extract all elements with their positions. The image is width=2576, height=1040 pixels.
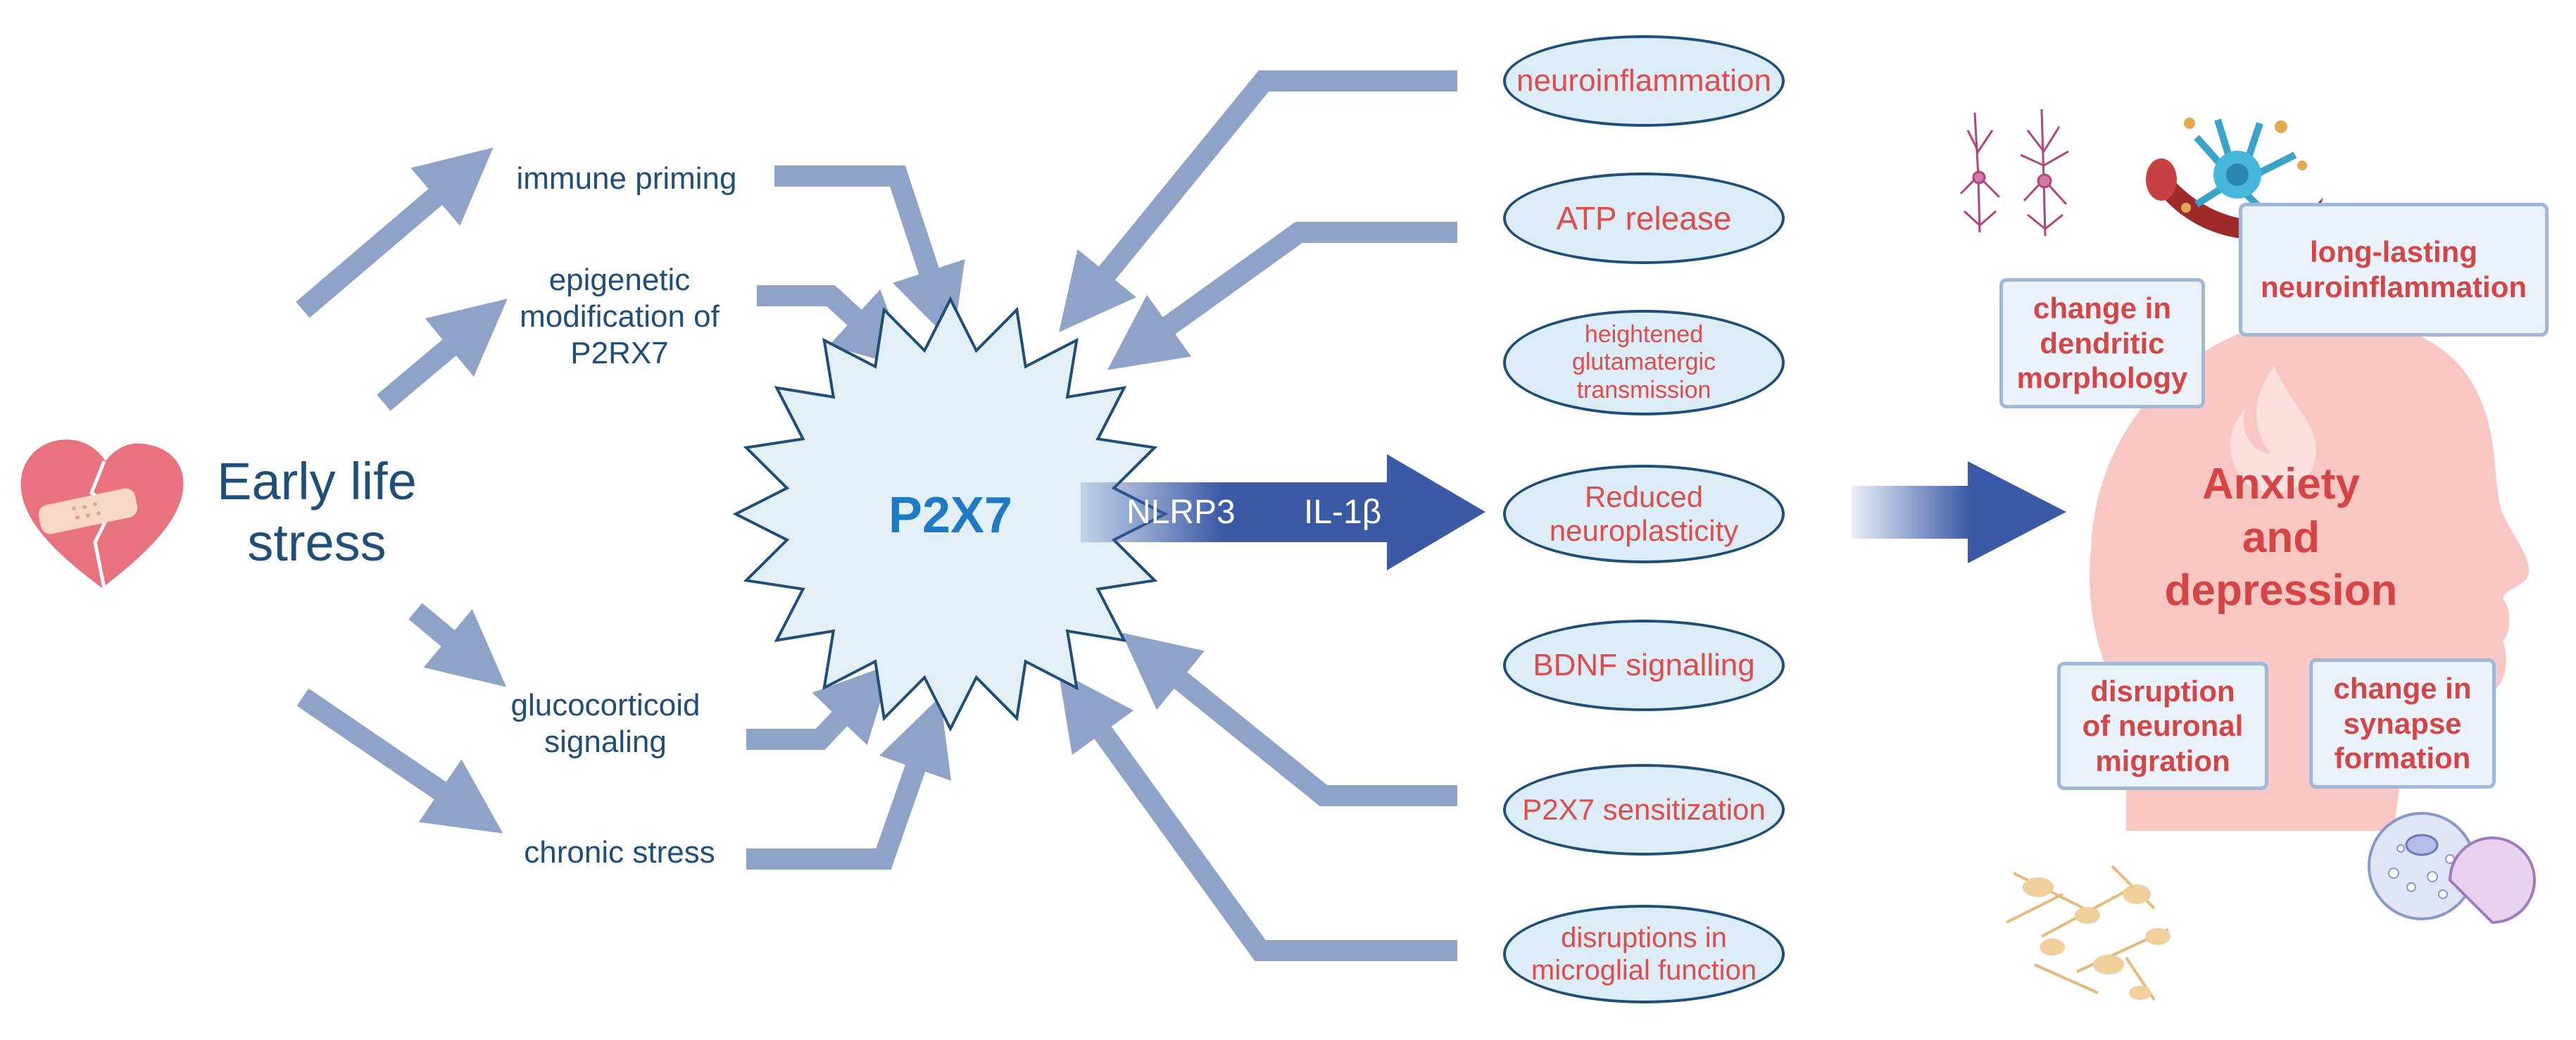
glucocorticoid-line2: signaling bbox=[544, 724, 667, 759]
neuron-cells-icon bbox=[1959, 108, 2069, 237]
chronic-stress-label: chronic stress bbox=[479, 834, 760, 871]
glutamatergic-line1: heightened bbox=[1584, 321, 1704, 349]
p2x7-text: P2X7 bbox=[888, 487, 1013, 544]
mechanism-sensitization: P2X7 sensitization bbox=[1503, 764, 1785, 856]
outcome-neuronal-migration: disruption of neuronal migration bbox=[2057, 662, 2268, 790]
early-life-line1: Early life bbox=[217, 452, 417, 510]
early-life-line2: stress bbox=[247, 513, 387, 572]
p2x7-starburst bbox=[732, 296, 1169, 732]
glucocorticoid-line1: glucocorticoid bbox=[510, 688, 700, 722]
broken-heart-icon bbox=[20, 439, 184, 589]
arrow-microglia-to-p2x7 bbox=[1058, 671, 1457, 961]
cultured-cells-icon bbox=[2006, 865, 2170, 1001]
synapse-line2: synapse bbox=[2343, 706, 2462, 740]
arrow-epigenetic-to-p2x7 bbox=[757, 285, 911, 369]
epigenetic-line3: P2RX7 bbox=[570, 335, 669, 370]
neuroinflammation-outcome-line2: neuroinflammation bbox=[2260, 270, 2527, 303]
vesicle-cell-icon bbox=[2368, 812, 2536, 925]
glucocorticoid-signaling-label: glucocorticoid signaling bbox=[479, 687, 732, 760]
mechanism-atp-release-text: ATP release bbox=[1556, 199, 1732, 237]
outcome-dendritic-morphology: change in dendritic morphology bbox=[1999, 278, 2205, 408]
epigenetic-line2: modification of bbox=[520, 299, 720, 334]
il1b-label: IL-1β bbox=[1304, 494, 1382, 531]
neuroinflammation-outcome-line1: long-lasting bbox=[2310, 235, 2477, 269]
mechanism-neuroinflammation-text: neuroinflammation bbox=[1516, 63, 1771, 98]
microglia-line2: microglial function bbox=[1531, 955, 1757, 986]
microglia-line1: disruptions in bbox=[1561, 922, 1727, 953]
anxiety-depression-label: Anxiety and depression bbox=[2154, 458, 2408, 618]
epigenetic-line1: epigenetic bbox=[548, 263, 691, 297]
migration-line3: migration bbox=[2095, 744, 2230, 777]
epigenetic-modification-label: epigenetic modification of P2RX7 bbox=[486, 262, 753, 372]
mechanism-glutamatergic: heightened glutamatergic transmission bbox=[1503, 310, 1785, 415]
arrow-sensitization-to-p2x7 bbox=[1121, 632, 1457, 806]
mechanism-microglia: disruptions in microglial function bbox=[1503, 905, 1785, 1003]
arrow-chronic-to-p2x7 bbox=[746, 696, 952, 870]
arrow-neuroinflammation-to-p2x7 bbox=[1059, 70, 1457, 332]
glutamatergic-line3: transmission bbox=[1576, 376, 1711, 403]
nlrp3-il1b-pathway-arrow bbox=[1081, 454, 1485, 570]
outcome-arrow bbox=[1852, 461, 2066, 563]
arrow-to-epigenetic bbox=[377, 299, 508, 411]
dendritic-line2: dendritic bbox=[2040, 326, 2165, 360]
immune-priming-label: immune priming bbox=[493, 161, 760, 197]
mechanism-atp-release: ATP release bbox=[1503, 173, 1785, 264]
feedback-arrows bbox=[1058, 70, 1457, 961]
arrow-to-chronic-stress bbox=[296, 688, 503, 834]
outcome-synapse-formation: change in synapse formation bbox=[2309, 658, 2496, 789]
immune-priming-text: immune priming bbox=[516, 161, 737, 196]
arrow-to-immune-priming bbox=[296, 147, 494, 318]
mechanism-bdnf: BDNF signalling bbox=[1503, 620, 1785, 711]
arrow-atp-to-p2x7 bbox=[1107, 222, 1457, 370]
stress-fan-arrows bbox=[296, 147, 508, 834]
dendritic-line3: morphology bbox=[2016, 361, 2188, 395]
neuroplasticity-line2: neuroplasticity bbox=[1549, 514, 1739, 547]
arrow-glucocorticoid-to-p2x7 bbox=[746, 663, 893, 750]
arrow-to-glucocorticoid bbox=[408, 603, 507, 687]
head-line1: Anxiety bbox=[2202, 460, 2360, 508]
outcome-long-lasting-neuroinflammation: long-lasting neuroinflammation bbox=[2239, 203, 2549, 337]
head-line3: depression bbox=[2164, 566, 2398, 615]
mechanism-neuroinflammation: neuroinflammation bbox=[1503, 35, 1785, 127]
mechanism-bdnf-text: BDNF signalling bbox=[1533, 647, 1755, 682]
arrow-immune-to-p2x7 bbox=[774, 165, 965, 344]
dendritic-line1: change in bbox=[2032, 292, 2172, 325]
synapse-line1: change in bbox=[2333, 672, 2472, 706]
neuroplasticity-line1: Reduced bbox=[1584, 480, 1704, 513]
chronic-stress-text: chronic stress bbox=[524, 835, 715, 870]
p2x7-label: P2X7 bbox=[838, 486, 1063, 546]
mechanism-neuroplasticity: Reduced neuroplasticity bbox=[1503, 465, 1785, 563]
migration-line1: disruption bbox=[2090, 674, 2235, 708]
stressor-to-p2x7-arrows bbox=[746, 165, 965, 870]
mechanism-sensitization-text: P2X7 sensitization bbox=[1522, 792, 1766, 826]
nlrp3-label: NLRP3 bbox=[1126, 494, 1236, 531]
glutamatergic-line2: glutamatergic bbox=[1571, 349, 1716, 376]
migration-line2: of neuronal bbox=[2082, 709, 2244, 743]
early-life-stress-label: Early life stress bbox=[190, 451, 444, 574]
head-line2: and bbox=[2242, 513, 2320, 562]
synapse-line3: formation bbox=[2334, 741, 2471, 775]
